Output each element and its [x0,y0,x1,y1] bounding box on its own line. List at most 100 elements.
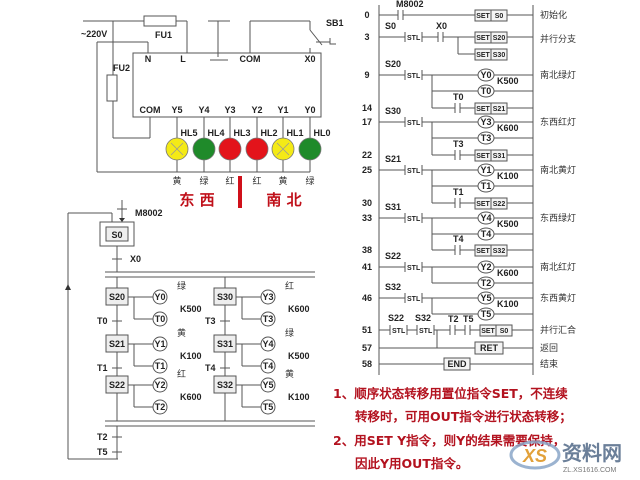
lamp-color-label: 红 [225,175,234,187]
timer-constant: K600 [497,268,519,278]
stl-label: STL [392,328,406,335]
state-label: S32 [415,313,431,323]
color-label: 红 [285,280,294,292]
plc-terminal-bottom: Y5 [171,105,182,115]
set-label: SET [481,328,495,335]
stl-label: STL [407,120,421,127]
timer-label: T3 [263,314,274,324]
step-number: 9 [364,70,369,80]
step-number: 33 [362,213,372,223]
state-label: S31 [385,202,401,212]
color-label: 绿 [285,327,294,339]
east-west-label: 东 西 [179,191,214,209]
timer-coil [260,358,276,374]
output-coil [152,289,168,305]
contact-label: X0 [436,21,447,31]
lamp-icon [192,137,216,161]
set-target: S31 [493,153,506,160]
lamp-icon [245,137,269,161]
coil-label: Y3 [480,117,491,127]
state-label: S30 [385,106,401,116]
plc-terminal-bottom: Y1 [277,105,288,115]
lamp-cross [170,142,184,156]
step-number: 46 [362,293,372,303]
x0-label: X0 [130,254,141,264]
timer-constant: K600 [497,123,519,133]
state-label: S30 [217,292,233,302]
rung-comment: 结束 [540,358,558,370]
output-label: Y5 [262,380,273,390]
state-label: S32 [217,380,233,390]
output-coil [260,289,276,305]
state-label: S32 [385,282,401,292]
rung-comment: 南北黄灯 [540,164,576,176]
plc-unit [132,52,322,118]
lamp-label: HL5 [180,128,197,138]
transition-label: T3 [205,316,216,326]
transition-label: T5 [97,447,108,457]
timer-constant: K100 [497,299,519,309]
timer-label: T4 [263,361,274,371]
coil-label: T1 [481,181,492,191]
contact-label: T3 [453,139,464,149]
coil-label: T2 [481,278,492,288]
contact-label: T1 [453,187,464,197]
step-number: 25 [362,165,372,175]
coil-label: Y2 [480,262,491,272]
sb1-switch [309,29,323,46]
lamp-color-label: 黄 [278,175,287,187]
lamp-hl2 [245,137,269,161]
step-number: 0 [364,10,369,20]
arrowhead [119,218,125,222]
up-arrow-icon [65,284,71,290]
supply-voltage-label: ~220V [81,29,107,39]
watermark-url: ZL.XS1616.COM [563,467,616,474]
step-number: 3 [364,32,369,42]
step-number: 58 [362,359,372,369]
coil-label: Y1 [480,165,491,175]
state-label: S31 [217,339,233,349]
plc-terminal-top: N [145,54,152,64]
timer-label: T5 [263,402,274,412]
ret-label: RET [480,343,499,353]
contact-label: M8002 [396,0,424,9]
sb1-label: SB1 [326,18,344,28]
set-label: SET [476,13,490,20]
rung-comment: 南北红灯 [540,261,576,273]
sb1-button [316,38,336,45]
end-label: END [447,359,467,369]
fuse-fu2 [106,74,118,102]
output-label: Y1 [154,339,165,349]
stl-label: STL [407,265,421,272]
rung-comment: 返回 [540,342,558,354]
set-label: SET [476,153,490,160]
timer-constant: K600 [288,304,310,314]
timer-constant: K100 [497,171,519,181]
set-label: SET [476,106,490,113]
transition-label: T2 [97,432,108,442]
contact-label: T0 [453,92,464,102]
state-label: S0 [385,21,396,31]
state-label: S21 [109,339,125,349]
timer-label: T1 [155,361,166,371]
note-line: 1、顺序状态转移用置位指令SET，不连续 [333,386,568,401]
timer-label: T0 [155,314,166,324]
transition-label: T0 [97,316,108,326]
output-coil [152,377,168,393]
rung-comment: 并行汇合 [540,324,576,336]
step-number: 30 [362,198,372,208]
plc-terminal-top: COM [240,54,261,64]
rung-comment: 东西黄灯 [540,292,576,304]
output-label: Y4 [262,339,273,349]
state-label: S22 [109,380,125,390]
step-number: 14 [362,103,372,113]
color-label: 黄 [177,327,186,339]
rung-comment: 初始化 [540,9,567,21]
s0-label: S0 [111,230,122,240]
stl-label: STL [407,73,421,80]
plc-terminal-bottom: Y0 [304,105,315,115]
s0-box [105,226,129,242]
output-label: Y2 [154,380,165,390]
lamp-hl5 [165,137,189,161]
set-label: SET [476,248,490,255]
